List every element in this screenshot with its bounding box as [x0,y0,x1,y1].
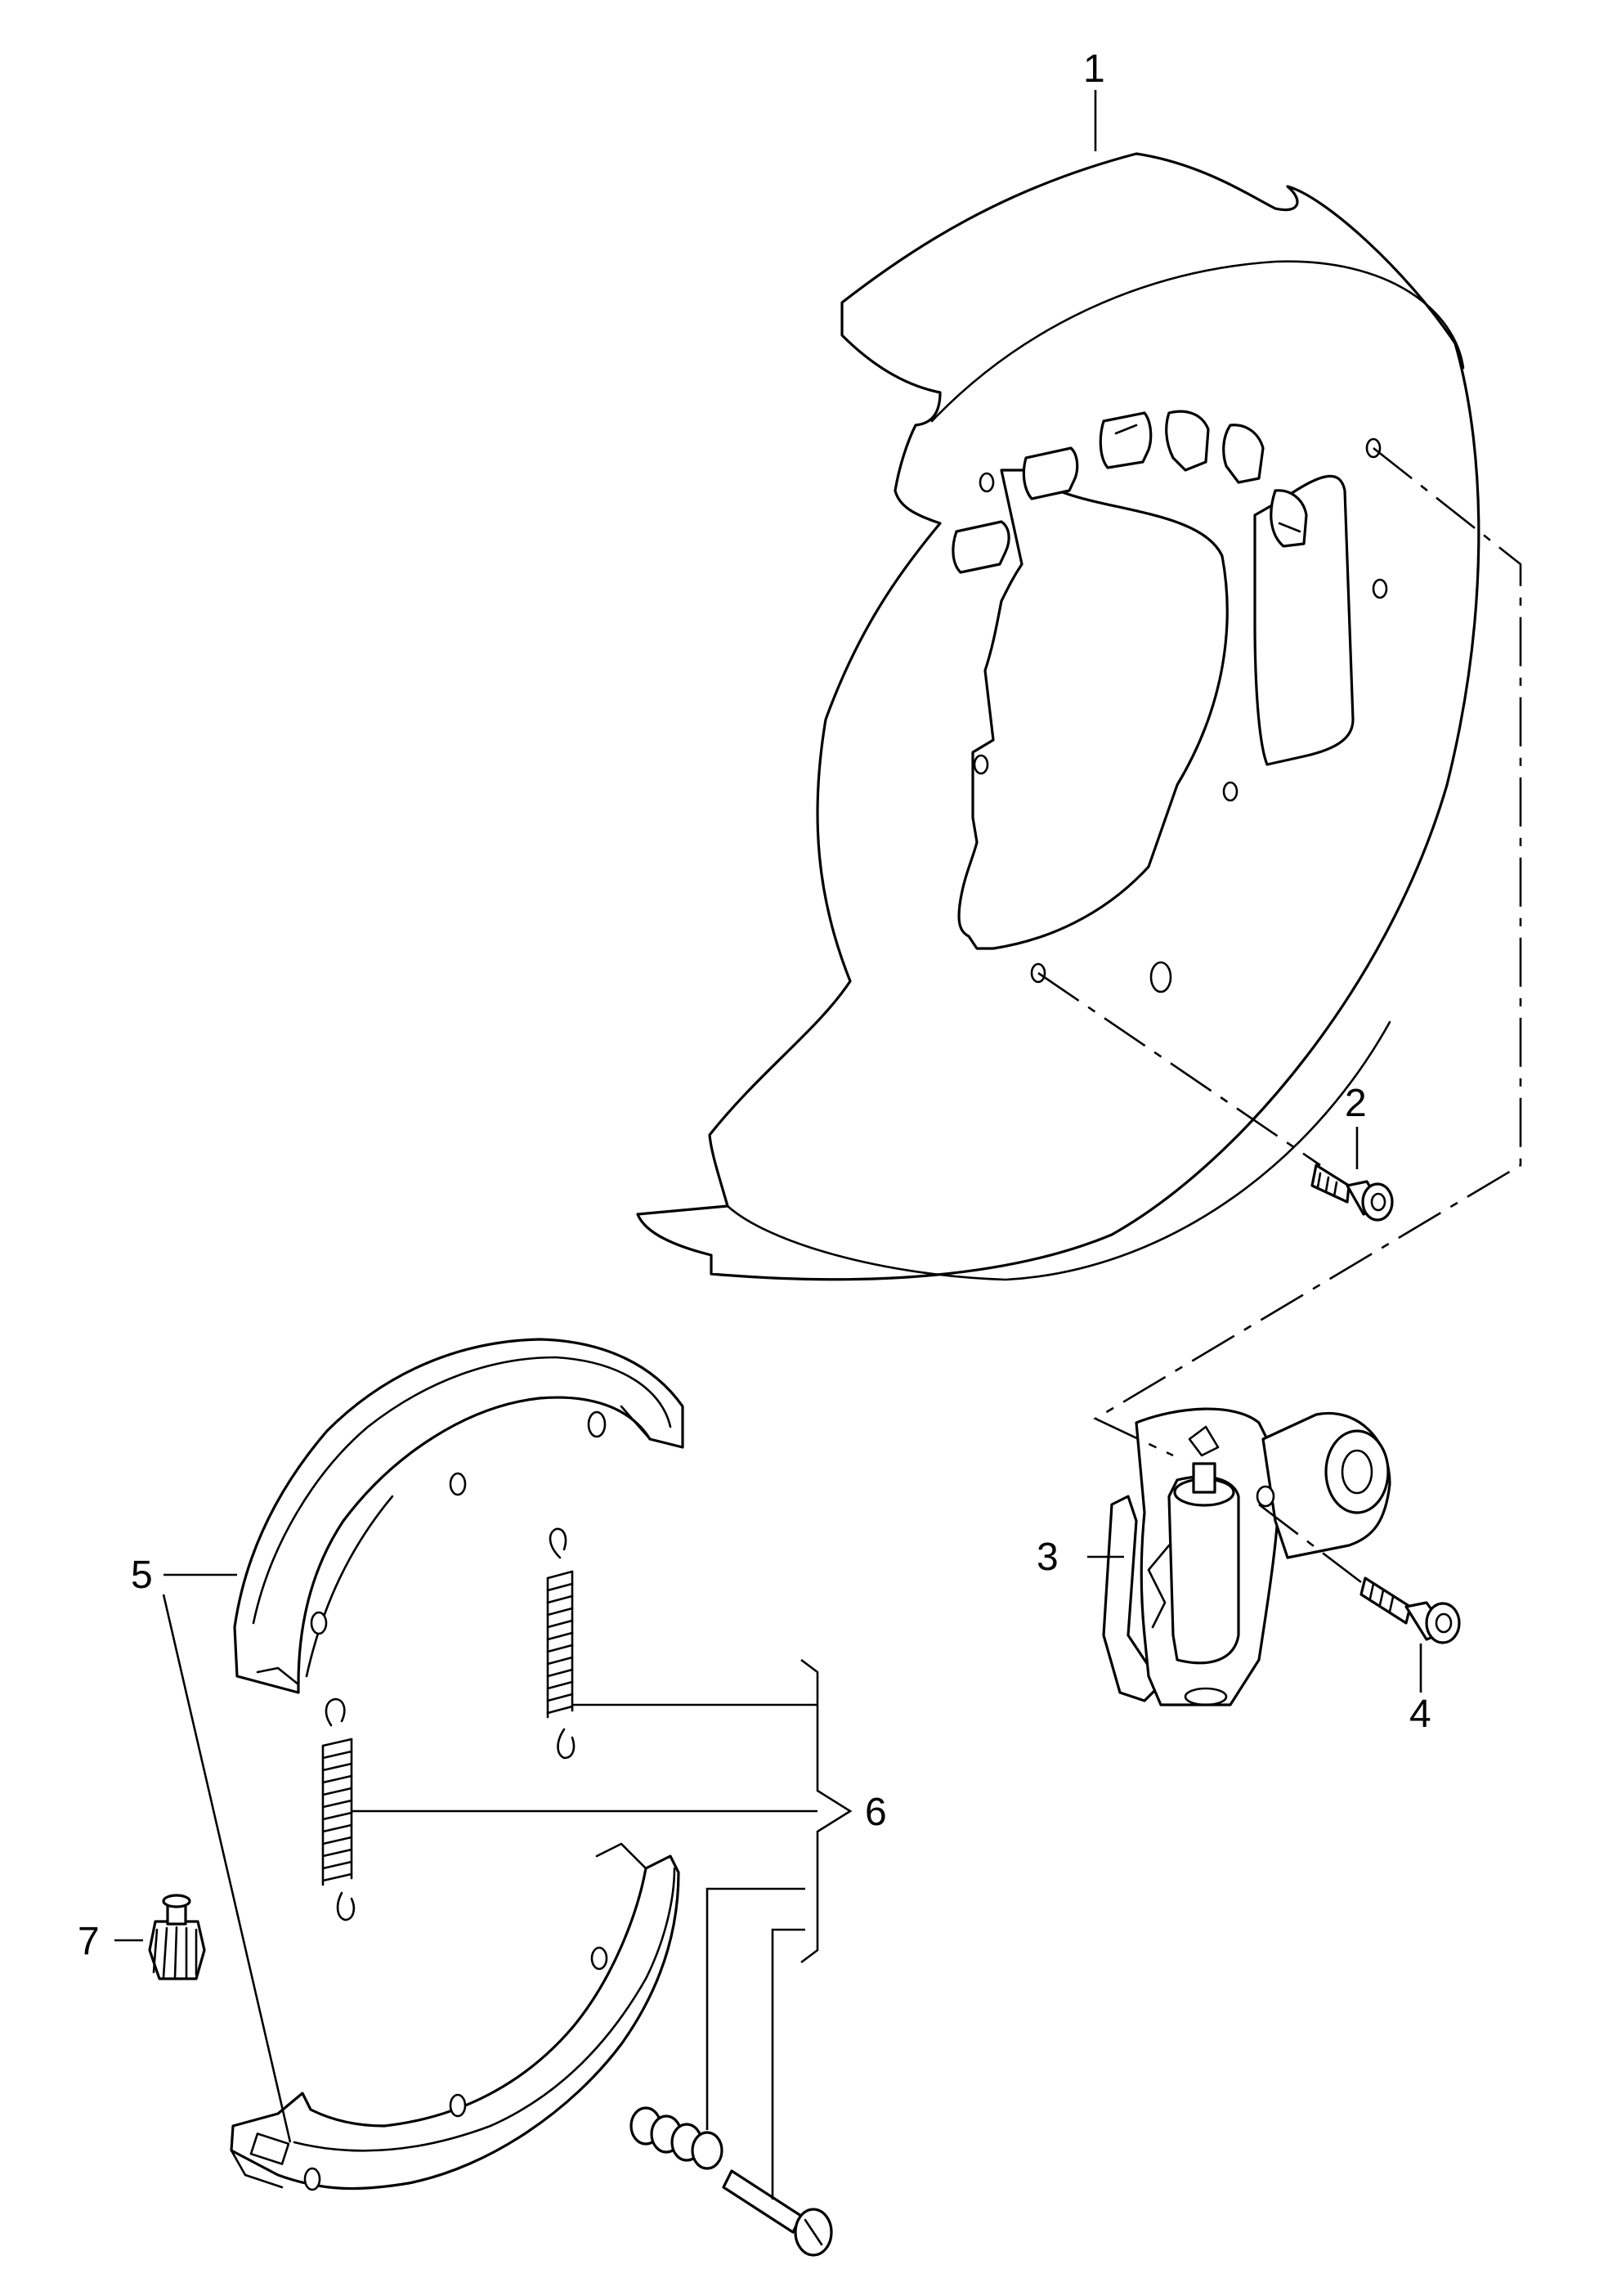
upper-return-spring [546,1527,576,1760]
callout-5: 5 [131,1554,153,1597]
hold-down-spring [629,2106,723,2170]
callout-4: 4 [1409,1693,1431,1736]
leader-lines [114,90,1422,2200]
hold-down-pin [722,2169,833,2257]
callout-6: 6 [865,1791,887,1834]
callout-2: 2 [1345,1082,1367,1125]
brake-shoe-lower [230,1842,680,2191]
adjuster-pinion [148,1894,206,1980]
plate-bolt [1310,1164,1394,1222]
callout-3: 3 [1037,1536,1059,1579]
callout-7: 7 [78,1920,100,1963]
wheel-cylinder [1102,1407,1391,1706]
assembly-centrelines [1037,446,1522,1584]
backing-plate [636,152,1480,1281]
brake-shoe-upper [233,1338,684,1694]
cylinder-bolt [1359,1576,1461,1644]
lower-return-spring [321,1697,356,1922]
callout-labels: 1 2 3 4 5 6 7 [78,47,1431,1963]
callout-1: 1 [1083,47,1105,91]
spring-kit [321,1527,833,2257]
